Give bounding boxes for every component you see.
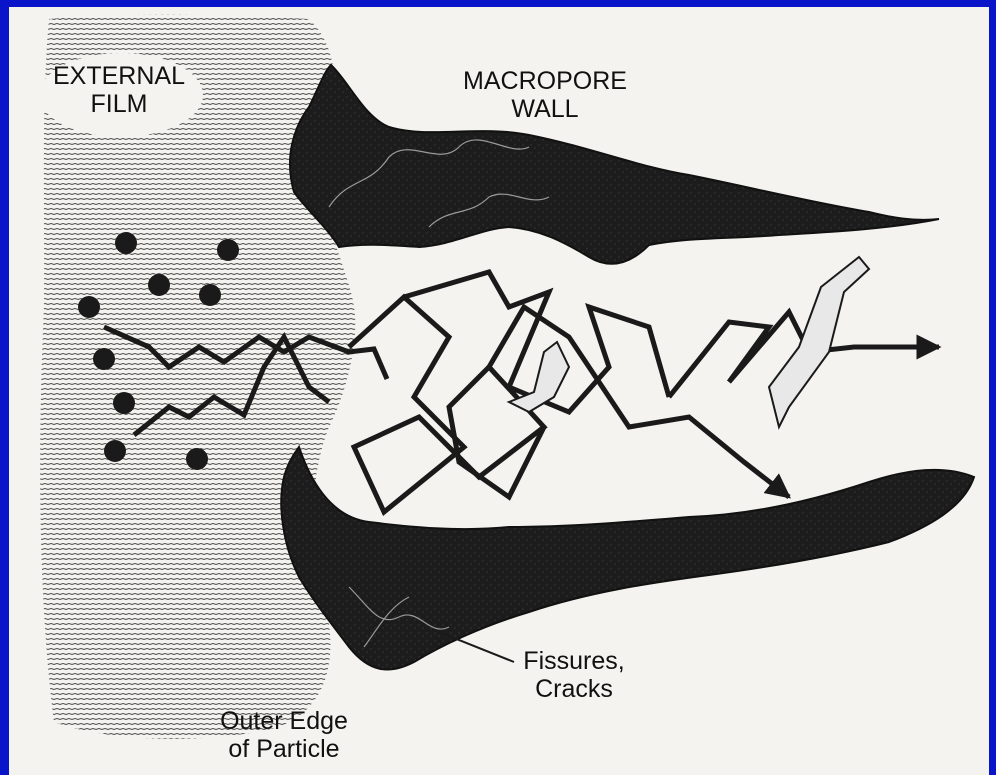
fissure-branches: [509, 257, 869, 427]
fissures-leader: [434, 630, 514, 662]
macropore-wall-line-2: WALL: [455, 95, 635, 123]
particle-dot: [115, 232, 137, 254]
pore-path-4: [449, 367, 544, 497]
outer-edge-line-2: of Particle: [209, 735, 359, 763]
particle-dot: [113, 392, 135, 414]
outer-edge-label: Outer Edge of Particle: [209, 707, 359, 763]
macropore-wall-label: MACROPORE WALL: [455, 67, 635, 123]
outer-edge-line-1: Outer Edge: [209, 707, 359, 735]
particle-dot: [78, 296, 100, 318]
particle-dot: [217, 239, 239, 261]
lower-macropore-wall: [281, 447, 974, 670]
particle-dot: [148, 274, 170, 296]
external-film-line-2: FILM: [39, 90, 199, 118]
particle-dot: [199, 284, 221, 306]
fissures-line-2: Cracks: [514, 675, 634, 703]
particle-dot: [93, 348, 115, 370]
macropore-wall-line-1: MACROPORE: [455, 67, 635, 95]
external-film-line-1: EXTERNAL: [39, 62, 199, 90]
particle-dot: [186, 448, 208, 470]
diagram-frame: EXTERNAL FILM MACROPORE WALL Fissures, C…: [9, 7, 989, 775]
fissures-cracks-label: Fissures, Cracks: [514, 647, 634, 703]
fissures-line-1: Fissures,: [514, 647, 634, 675]
particle-dot: [104, 440, 126, 462]
external-film-label: EXTERNAL FILM: [39, 62, 199, 118]
